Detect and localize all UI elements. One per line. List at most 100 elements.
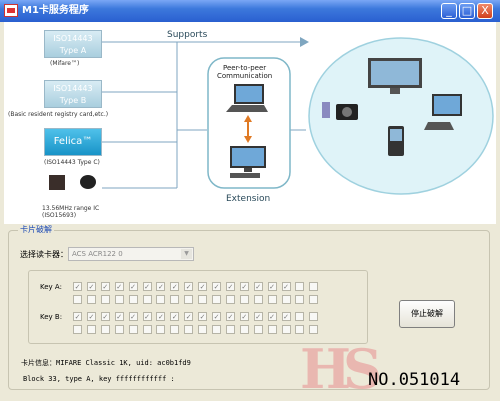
- chip-caption: (Basic resident registry card,etc.): [8, 111, 109, 118]
- key-a-checkbox[interactable]: ✓: [156, 282, 166, 291]
- key-a-checkbox[interactable]: ✓: [142, 282, 152, 291]
- key-a-checkbox[interactable]: ✓: [225, 282, 235, 291]
- pc-icon: [424, 94, 462, 130]
- key-b-checkbox[interactable]: [295, 312, 305, 321]
- chip-caption: (Mifare™): [50, 60, 80, 67]
- peer-to-peer-label: Peer-to-peer Communication: [217, 64, 272, 80]
- chip-caption-line2: (ISO15693): [42, 212, 77, 219]
- key-a-checkbox[interactable]: [184, 295, 194, 304]
- hs-watermark: HS: [300, 337, 382, 401]
- key-a-checkbox[interactable]: [253, 295, 263, 304]
- key-a-checkbox[interactable]: [142, 295, 152, 304]
- key-b-checkbox[interactable]: ✓: [198, 312, 208, 321]
- key-a-checkbox[interactable]: ✓: [281, 282, 291, 291]
- key-b-checkbox[interactable]: ✓: [184, 312, 194, 321]
- key-b-checkbox[interactable]: [198, 325, 208, 334]
- stop-crack-button[interactable]: 停止破解: [399, 300, 455, 328]
- chevron-down-icon[interactable]: ▼: [181, 249, 192, 259]
- felica-chip: Felica™: [44, 128, 102, 156]
- key-b-checkbox[interactable]: ✓: [212, 312, 221, 321]
- key-b-checkbox[interactable]: [225, 325, 235, 334]
- key-b-checkbox[interactable]: [267, 325, 277, 334]
- key-b-checkbox[interactable]: ✓: [281, 312, 291, 321]
- key-a-checkbox[interactable]: [295, 282, 305, 291]
- tv-icon: [368, 58, 422, 94]
- key-a-checkbox[interactable]: [295, 295, 305, 304]
- key-a-checkbox[interactable]: [73, 295, 82, 304]
- key-a-checkbox[interactable]: ✓: [86, 282, 96, 291]
- key-b-checkbox[interactable]: ✓: [170, 312, 180, 321]
- key-a-checkbox[interactable]: ✓: [128, 282, 138, 291]
- key-b-checkbox[interactable]: ✓: [128, 312, 138, 321]
- key-b-checkbox[interactable]: [170, 325, 180, 334]
- close-button[interactable]: X: [477, 3, 493, 19]
- key-a-checkbox[interactable]: [128, 295, 138, 304]
- connector-lines: [49, 37, 494, 195]
- key-b-checkbox[interactable]: ✓: [86, 312, 96, 321]
- keys-panel: [28, 270, 368, 344]
- key-b-checkbox[interactable]: ✓: [73, 312, 82, 321]
- title-bar: M1卡服务程序 _ □ X: [0, 0, 500, 22]
- key-b-label: Key B:: [40, 313, 63, 321]
- key-b-checkbox[interactable]: [114, 325, 124, 334]
- key-a-checkbox[interactable]: ✓: [170, 282, 180, 291]
- key-a-checkbox[interactable]: [114, 295, 124, 304]
- key-a-checkbox[interactable]: [198, 295, 208, 304]
- key-b-checkbox[interactable]: [128, 325, 138, 334]
- key-b-checkbox[interactable]: [281, 325, 291, 334]
- key-a-checkbox[interactable]: ✓: [198, 282, 208, 291]
- key-b-checkbox[interactable]: [239, 325, 249, 334]
- key-b-checkbox[interactable]: [86, 325, 96, 334]
- key-b-checkbox[interactable]: [212, 325, 221, 334]
- nfc-banner-image: ISO14443 Type A (Mifare™) ISO14443 Type …: [4, 22, 496, 224]
- key-b-checkbox[interactable]: [156, 325, 166, 334]
- key-b-checkbox[interactable]: ✓: [156, 312, 166, 321]
- key-a-checkbox[interactable]: [86, 295, 96, 304]
- key-a-checkbox[interactable]: ✓: [114, 282, 124, 291]
- key-b-checkbox[interactable]: [253, 325, 263, 334]
- camera-icon: [322, 102, 358, 120]
- group-title: 卡片破解: [18, 224, 54, 235]
- key-a-checkbox[interactable]: ✓: [100, 282, 110, 291]
- key-b-checkbox[interactable]: [295, 325, 305, 334]
- maximize-button[interactable]: □: [459, 3, 475, 19]
- minimize-button[interactable]: _: [441, 3, 457, 19]
- key-b-checkbox[interactable]: ✓: [267, 312, 277, 321]
- reader-select-value: ACS ACR122 0: [72, 250, 123, 258]
- key-a-checkbox[interactable]: [309, 282, 319, 291]
- key-b-checkbox[interactable]: ✓: [100, 312, 110, 321]
- key-b-checkbox[interactable]: [184, 325, 194, 334]
- key-a-checkbox[interactable]: [281, 295, 291, 304]
- key-b-checkbox[interactable]: [309, 325, 319, 334]
- app-icon[interactable]: [4, 4, 18, 17]
- key-a-checkbox[interactable]: [309, 295, 319, 304]
- key-b-checkbox[interactable]: ✓: [239, 312, 249, 321]
- key-b-checkbox[interactable]: ✓: [142, 312, 152, 321]
- key-a-checkbox[interactable]: [170, 295, 180, 304]
- key-b-checkbox[interactable]: [309, 312, 319, 321]
- serial-number: NO.051014: [368, 370, 461, 390]
- key-a-checkbox[interactable]: ✓: [73, 282, 82, 291]
- key-a-checkbox[interactable]: [267, 295, 277, 304]
- key-a-checkbox[interactable]: [239, 295, 249, 304]
- iso15693-caption: 13.56MHz range IC (ISO15693): [42, 205, 99, 219]
- key-a-checkbox[interactable]: ✓: [184, 282, 194, 291]
- peer-line2: Communication: [217, 72, 273, 80]
- window-title: M1卡服务程序: [22, 5, 89, 16]
- reader-select[interactable]: ACS ACR122 0 ▼: [68, 247, 194, 261]
- key-a-checkbox[interactable]: [100, 295, 110, 304]
- key-a-checkbox[interactable]: ✓: [253, 282, 263, 291]
- key-b-checkbox[interactable]: [100, 325, 110, 334]
- key-b-checkbox[interactable]: [73, 325, 82, 334]
- key-a-checkbox[interactable]: [156, 295, 166, 304]
- key-b-checkbox[interactable]: [142, 325, 152, 334]
- key-a-checkbox[interactable]: [225, 295, 235, 304]
- key-a-checkbox[interactable]: ✓: [267, 282, 277, 291]
- key-b-checkbox[interactable]: ✓: [114, 312, 124, 321]
- chip-caption-line1: 13.56MHz range IC: [42, 205, 100, 212]
- key-b-checkbox[interactable]: ✓: [253, 312, 263, 321]
- key-b-checkbox[interactable]: ✓: [225, 312, 235, 321]
- key-a-checkbox[interactable]: ✓: [212, 282, 221, 291]
- key-a-checkbox[interactable]: ✓: [239, 282, 249, 291]
- key-a-checkbox[interactable]: [212, 295, 221, 304]
